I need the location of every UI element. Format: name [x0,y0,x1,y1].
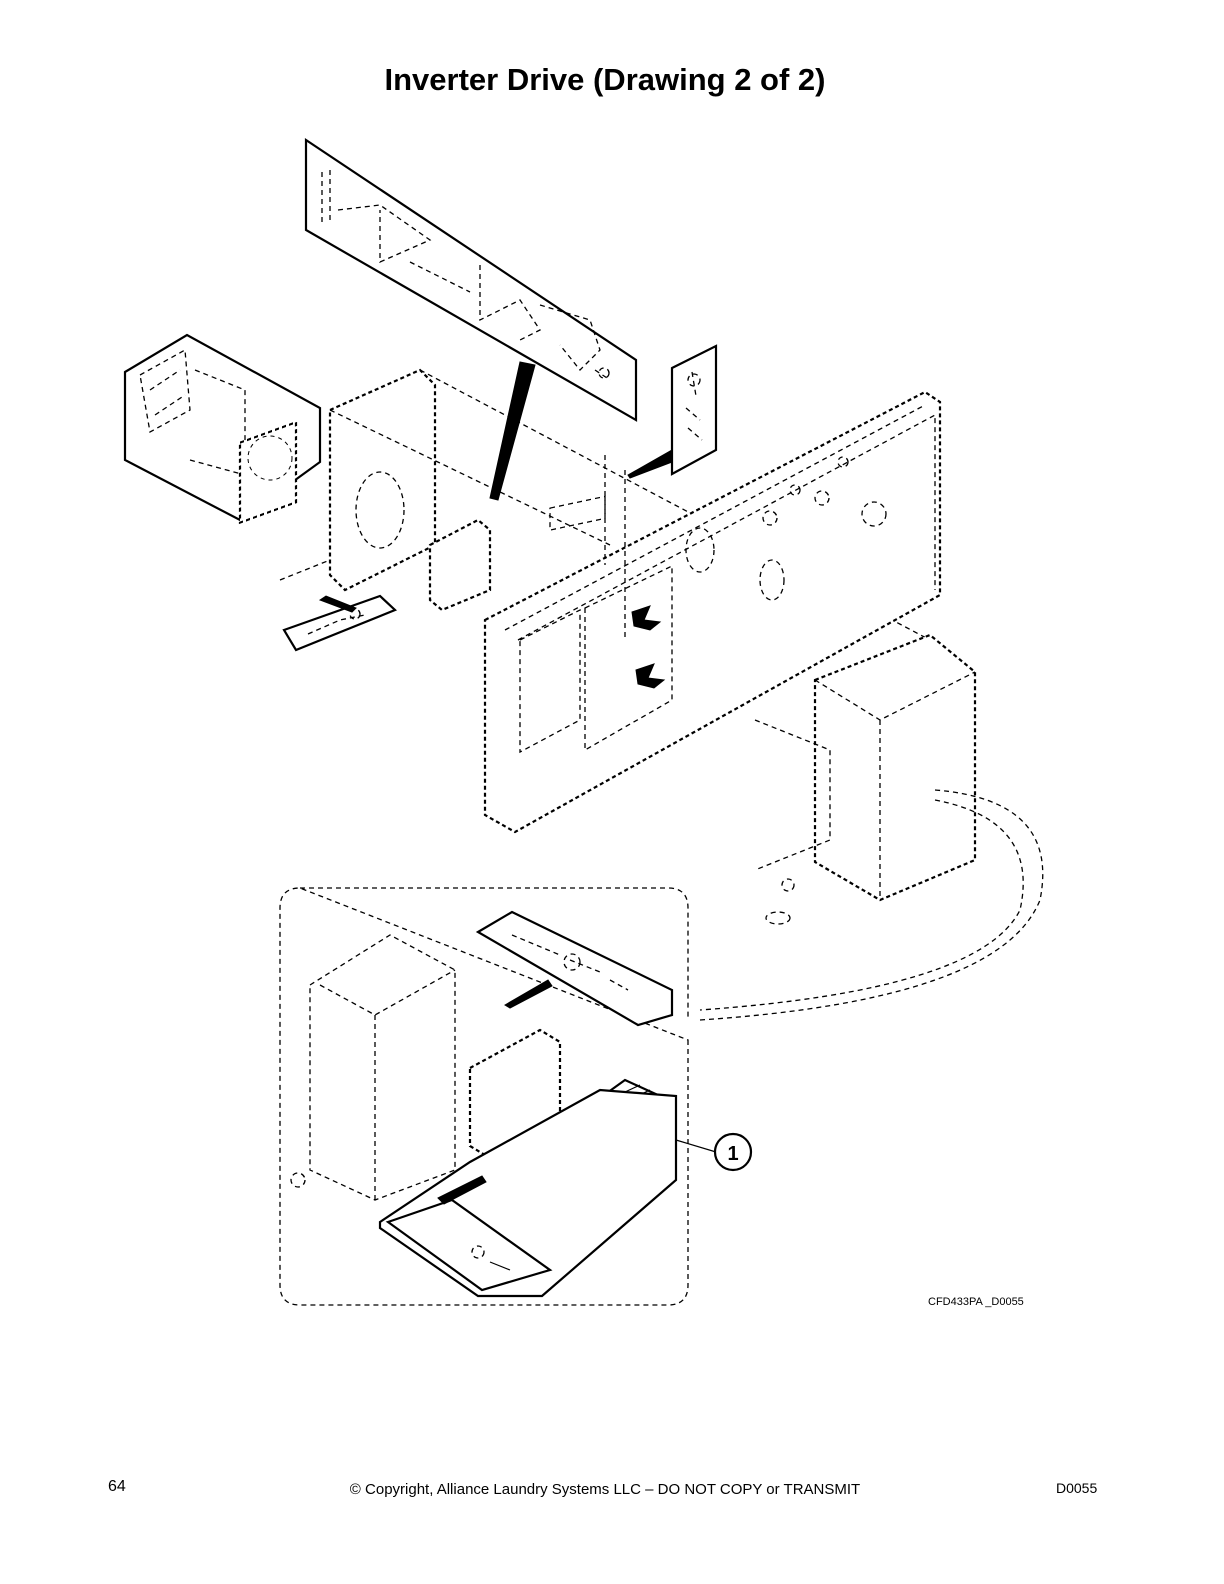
lower-detail-bubble [279,887,753,1306]
inverter-enclosure [699,633,1044,1021]
top-detail-inset [304,137,638,501]
drawing-code: CFD433PA _D0055 [928,1296,1024,1308]
callout-1-circle [713,1132,753,1172]
fan-guard-inset [123,333,322,525]
screw-detail-inset [627,344,718,479]
fan-housing-panel [279,368,931,641]
washer-detail-inset [282,594,398,652]
page-title: Inverter Drive (Drawing 2 of 2) [384,62,826,97]
document-id: D0055 [1056,1480,1098,1496]
copyright-notice: © Copyright, Alliance Laundry Systems LL… [349,1481,861,1498]
main-control-panel [483,390,942,834]
callout-1-label: 1 [727,1143,738,1165]
page-number: 64 [108,1478,126,1495]
